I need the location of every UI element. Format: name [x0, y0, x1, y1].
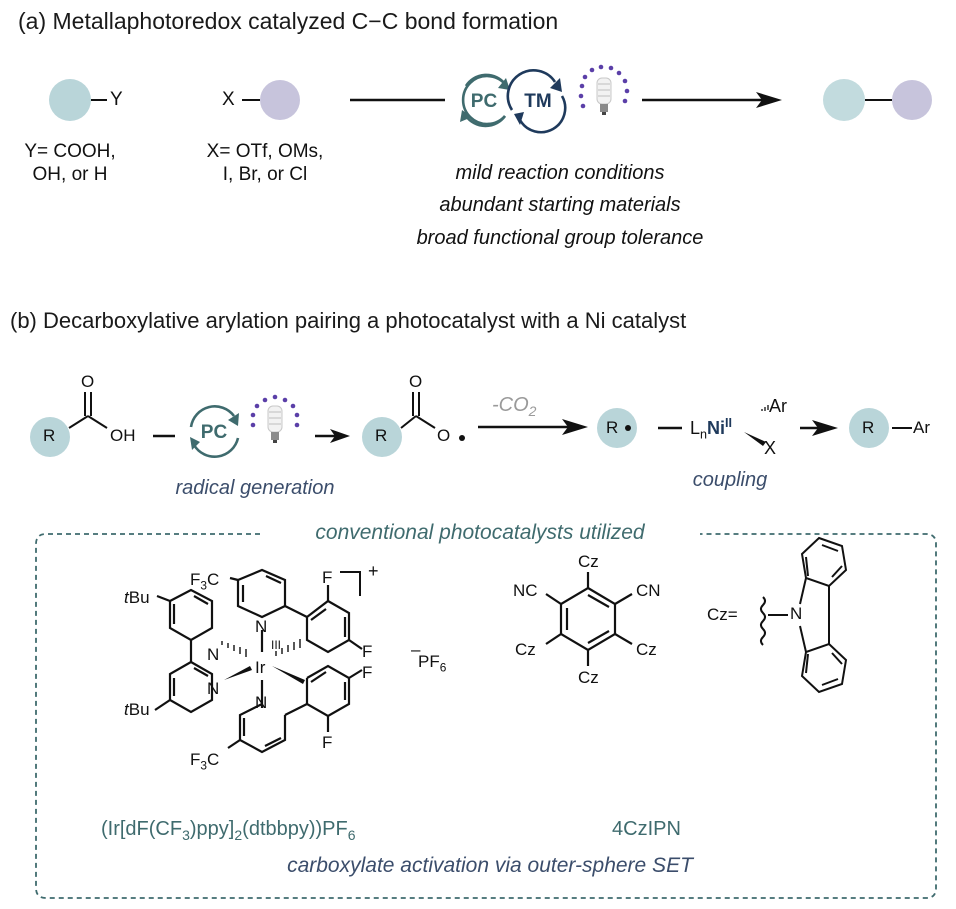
- tm-label: TM: [524, 91, 551, 112]
- substrate-circle-lilac: [260, 80, 300, 120]
- product-circle-teal: [823, 79, 865, 121]
- ir-tbu-bottom: tBu: [124, 700, 150, 719]
- tm-cycle-icon: [506, 69, 567, 134]
- arrow-head: [756, 92, 782, 108]
- ir-f-4: F: [322, 733, 333, 752]
- pc-cycle-icon: [460, 73, 510, 128]
- ir-oxidation-state: III: [271, 638, 282, 652]
- czipn-structure: [545, 572, 633, 666]
- nickel-ar: Ar: [769, 396, 787, 416]
- czipn-cz-right: Cz: [636, 640, 657, 659]
- ir-f-2: F: [362, 642, 373, 661]
- light-bulb-icon: [250, 394, 300, 443]
- radical-dot: [625, 425, 631, 431]
- ir-n-bottom: N: [255, 693, 268, 712]
- acid-oh: OH: [110, 426, 136, 445]
- carboxyl-r: R: [375, 426, 388, 445]
- wavy-bond: [760, 596, 766, 646]
- radical-dot: [459, 435, 465, 441]
- ir-n-bipy-lower: N: [207, 679, 220, 698]
- ir-tbu-top: tBu: [124, 588, 150, 607]
- x-definition-line1: X= OTf, OMs,: [206, 141, 324, 162]
- acid-r: R: [43, 426, 56, 445]
- ir-n-bipy-upper: N: [207, 645, 220, 664]
- hashed-bond: [761, 405, 769, 411]
- arrow-head: [562, 419, 588, 435]
- panel-b-title: (b) Decarboxylative arylation pairing a …: [10, 308, 687, 333]
- panel-a-title: (a) Metallaphotoredox catalyzed C−C bond…: [18, 8, 559, 34]
- substrate-circle-teal: [49, 79, 91, 121]
- dashed-border: [35, 533, 937, 899]
- ir-f3c-bottom: F3C: [190, 750, 220, 773]
- box-footer: carboxylate activation via outer-sphere …: [287, 854, 693, 877]
- carbazole-structure: [760, 536, 848, 694]
- light-bulb-icon: [578, 64, 630, 115]
- benefit-1: mild reaction conditions: [455, 162, 665, 184]
- product-ar: Ar: [913, 418, 930, 437]
- czipn-name: 4CzIPN: [612, 818, 681, 840]
- pc-label: PC: [201, 422, 228, 443]
- arrow-head: [812, 420, 838, 436]
- czipn-cz-bottom: Cz: [578, 668, 599, 687]
- ir-complex-structure: [154, 568, 363, 754]
- y-definition-line1: Y= COOH,: [24, 141, 116, 162]
- r-group-circle: [30, 417, 70, 457]
- acid-o: O: [81, 372, 95, 391]
- benefit-2: abundant starting materials: [439, 194, 681, 216]
- alkyl-radical-r: R: [606, 418, 619, 437]
- pc-cycle-icon: [189, 405, 240, 458]
- ir-f-1: F: [322, 568, 333, 587]
- product-circle: [849, 408, 889, 448]
- x-definition-line2: I, Br, or Cl: [222, 164, 308, 185]
- nickel-x: X: [764, 438, 777, 458]
- wedge-bond: [224, 666, 252, 680]
- czipn-cn: CN: [636, 581, 661, 600]
- czipn-nc: NC: [513, 581, 538, 600]
- benefit-3: broad functional group tolerance: [416, 227, 704, 249]
- radical-generation-label: radical generation: [175, 477, 335, 499]
- ir-charge-plus: +: [368, 561, 379, 581]
- carbazole-n: N: [790, 604, 803, 623]
- ir-f-3: F: [362, 663, 373, 682]
- r-group-circle: [362, 417, 402, 457]
- ir-n-top: N: [255, 617, 268, 636]
- wedge-bond: [272, 666, 305, 684]
- nickel-complex: LnNiII: [690, 416, 733, 442]
- r-radical-circle: [597, 408, 637, 448]
- ir-complex-name: (Ir[dF(CF3)ppy]2(dtbbpy))PF6: [101, 818, 356, 843]
- czipn-cz-left: Cz: [515, 640, 536, 659]
- carboxyl-o-radical: O: [437, 426, 451, 445]
- wedge-bond: [744, 432, 766, 446]
- arrow-head: [330, 429, 350, 443]
- panel-a-scheme: PC TM: [49, 64, 932, 134]
- pf6-minus: –: [411, 640, 421, 659]
- ir-metal: Ir: [255, 658, 266, 677]
- product-circle-lilac: [892, 80, 932, 120]
- decarboxylation-label: -CO2: [492, 394, 537, 419]
- y-definition-line2: OH, or H: [32, 164, 108, 185]
- pf6-counterion: PF6: [418, 652, 447, 675]
- pc-label: PC: [471, 91, 498, 112]
- y-group-label: Y: [110, 89, 123, 110]
- panel-b-scheme: PC: [30, 392, 912, 458]
- product-r: R: [862, 418, 875, 437]
- czipn-cz-top: Cz: [578, 552, 599, 571]
- ir-f3c-top: F3C: [190, 570, 220, 593]
- cz-definition: Cz=: [707, 605, 738, 624]
- coupling-label: coupling: [692, 469, 768, 491]
- box-header: conventional photocatalysts utilized: [315, 521, 645, 544]
- hashed-bonds: [221, 639, 301, 657]
- x-group-label: X: [222, 89, 235, 110]
- photocatalyst-box: [35, 533, 937, 899]
- carboxyl-o-top: O: [409, 372, 423, 391]
